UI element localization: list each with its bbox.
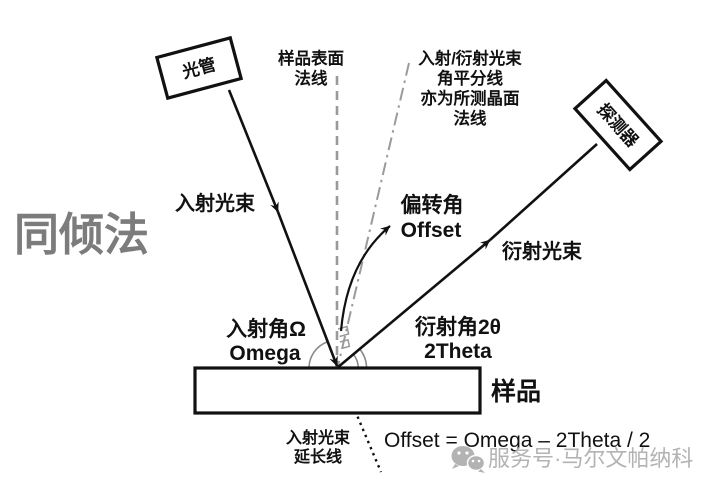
bisector-label: 亦为所测晶面	[421, 88, 520, 108]
sample-label: 样品	[491, 377, 541, 406]
diffracted-beam-line	[489, 143, 598, 241]
beam-extension-label: 延长线	[293, 447, 342, 466]
diffracted-beam-line	[336, 239, 491, 369]
watermark-text: 服务号·马尔文帕纳科	[488, 446, 693, 471]
incident-angle-label: Omega	[229, 342, 301, 365]
offset-angle-mark	[339, 338, 351, 350]
offset-arrow	[339, 225, 391, 332]
bisector-label: 法线	[454, 108, 488, 128]
beam-extension-label: 入射光束	[286, 428, 351, 447]
offset-angle-label: Offset	[401, 219, 462, 242]
bisector-label: 角平分线	[437, 68, 504, 88]
surface-normal-label: 样品表面	[278, 48, 344, 68]
sample-slab	[193, 366, 482, 415]
offset-formula: Offset = Omega – 2Theta / 2	[384, 429, 650, 452]
offset-angle-mark	[337, 325, 350, 338]
method-title: 同倾法	[14, 209, 149, 260]
xray-tube-box: 光管	[154, 35, 244, 101]
incident-beam-line	[227, 89, 280, 213]
surface-normal-label: 法线	[295, 68, 329, 88]
diffraction-angle-label: 衍射角2θ	[415, 315, 501, 339]
diffracted-beam-label: 衍射光束	[502, 239, 583, 263]
bisector-line	[337, 62, 410, 367]
incident-angle-label: 入射角Ω	[226, 317, 306, 341]
offset-angle-label: 偏转角	[401, 193, 464, 217]
diffraction-angle-label: 2Theta	[424, 340, 492, 363]
incident-beam-line	[276, 211, 339, 367]
detector-box: 探测器	[572, 78, 664, 172]
incident-beam-label: 入射光束	[175, 191, 256, 215]
bisector-label: 入射/衍射光束	[418, 48, 522, 68]
beam-extension-line	[335, 367, 383, 473]
omega-angle-arc	[308, 341, 328, 369]
wechat-icon	[451, 446, 486, 473]
